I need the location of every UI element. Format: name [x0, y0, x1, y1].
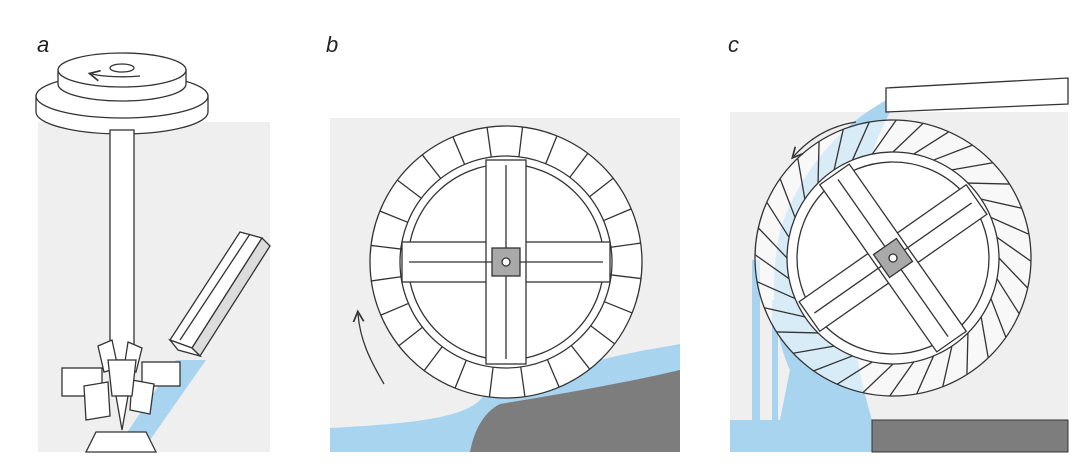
panel-label-b: b [326, 32, 339, 57]
wheel-paddle [590, 325, 616, 345]
wheel-paddle [486, 127, 492, 158]
wheel-bucket [766, 201, 790, 238]
wheel-bucket [851, 121, 870, 161]
shaft [109, 129, 135, 361]
wheel-bucket [996, 278, 1020, 315]
flume [885, 77, 1069, 113]
wheel-paddle [452, 136, 466, 165]
wheel-bucket [871, 119, 897, 155]
wheel-paddle [546, 359, 560, 388]
water-stream [122, 360, 206, 440]
wheel-bucket [836, 361, 873, 385]
wheel-bucket [980, 198, 1022, 209]
ground-c [871, 419, 1069, 453]
wheel-paddle [545, 135, 558, 164]
wheel-bucket [779, 178, 796, 218]
wheel-bucket [754, 254, 790, 280]
wheel-bucket [913, 131, 950, 155]
wheel-paddle [396, 179, 422, 199]
wheel-paddle [488, 367, 494, 398]
wheel-paddle [603, 208, 632, 222]
panel-c-overshot-wheel [730, 77, 1069, 453]
millstone [35, 52, 209, 135]
wheel-paddle [370, 244, 401, 250]
ground-b [470, 370, 680, 452]
wheel-bucket [813, 355, 853, 372]
wheel-bucket [990, 298, 1007, 338]
wheel-bucket [776, 331, 819, 334]
wheel-bucket [833, 129, 844, 171]
wheel-bucket [757, 227, 788, 259]
wheel-bucket [797, 158, 806, 200]
water-chute [168, 231, 271, 358]
wheel-bucket [998, 257, 1029, 289]
wheel-paddles [61, 339, 181, 421]
wheel-paddle [611, 274, 642, 280]
rotation-arrow-c-icon [794, 121, 857, 156]
wheel-bucket [916, 355, 935, 395]
wheel-bucket [889, 361, 915, 397]
wheel-bucket [892, 122, 924, 153]
wheel-bucket [862, 363, 894, 394]
panel-a-horizontal-wheel [35, 52, 271, 453]
wheel-paddle [454, 360, 467, 389]
pivot-point [115, 395, 129, 431]
wheel-paddle [379, 210, 408, 223]
wheel-bucket [764, 307, 806, 318]
wheel-paddle [371, 276, 402, 282]
wheel-paddle [604, 301, 633, 314]
wheel-paddle [610, 242, 641, 248]
wheel-bucket [996, 236, 1032, 262]
wheel-bucket [951, 162, 993, 171]
wheel-paddle [380, 302, 409, 316]
rotation-arrow-b-icon [358, 314, 385, 385]
wheel-paddle [398, 326, 423, 347]
bearing-block [84, 431, 158, 453]
water-drip-2 [772, 300, 778, 420]
wheel-paddle [589, 177, 614, 198]
wheel-bucket [756, 281, 796, 300]
wheel-paddle [520, 366, 526, 397]
panel-label-c: c [728, 32, 739, 57]
water-drip-1 [752, 260, 760, 420]
panel-b-undershot-wheel [330, 118, 680, 452]
wheel-bucket [980, 316, 989, 358]
wheel-bucket [817, 141, 820, 184]
wheel-paddle [570, 345, 591, 370]
undershot-wheel [369, 125, 643, 399]
wheel-paddle [569, 152, 589, 178]
rotation-arrow-a-icon [92, 74, 141, 77]
wheel-bucket [793, 345, 835, 354]
wheel-bucket [942, 345, 953, 387]
wheel-bucket [967, 182, 1010, 185]
panel-label-a: a [37, 32, 50, 57]
wheel-bucket [990, 216, 1030, 235]
wheel-paddle [423, 346, 443, 372]
wheel-bucket [966, 332, 969, 375]
wheel-paddle [518, 126, 524, 157]
wheel-bucket [933, 144, 973, 161]
wheel-paddle [421, 154, 442, 179]
overshot-wheel [754, 119, 1032, 397]
